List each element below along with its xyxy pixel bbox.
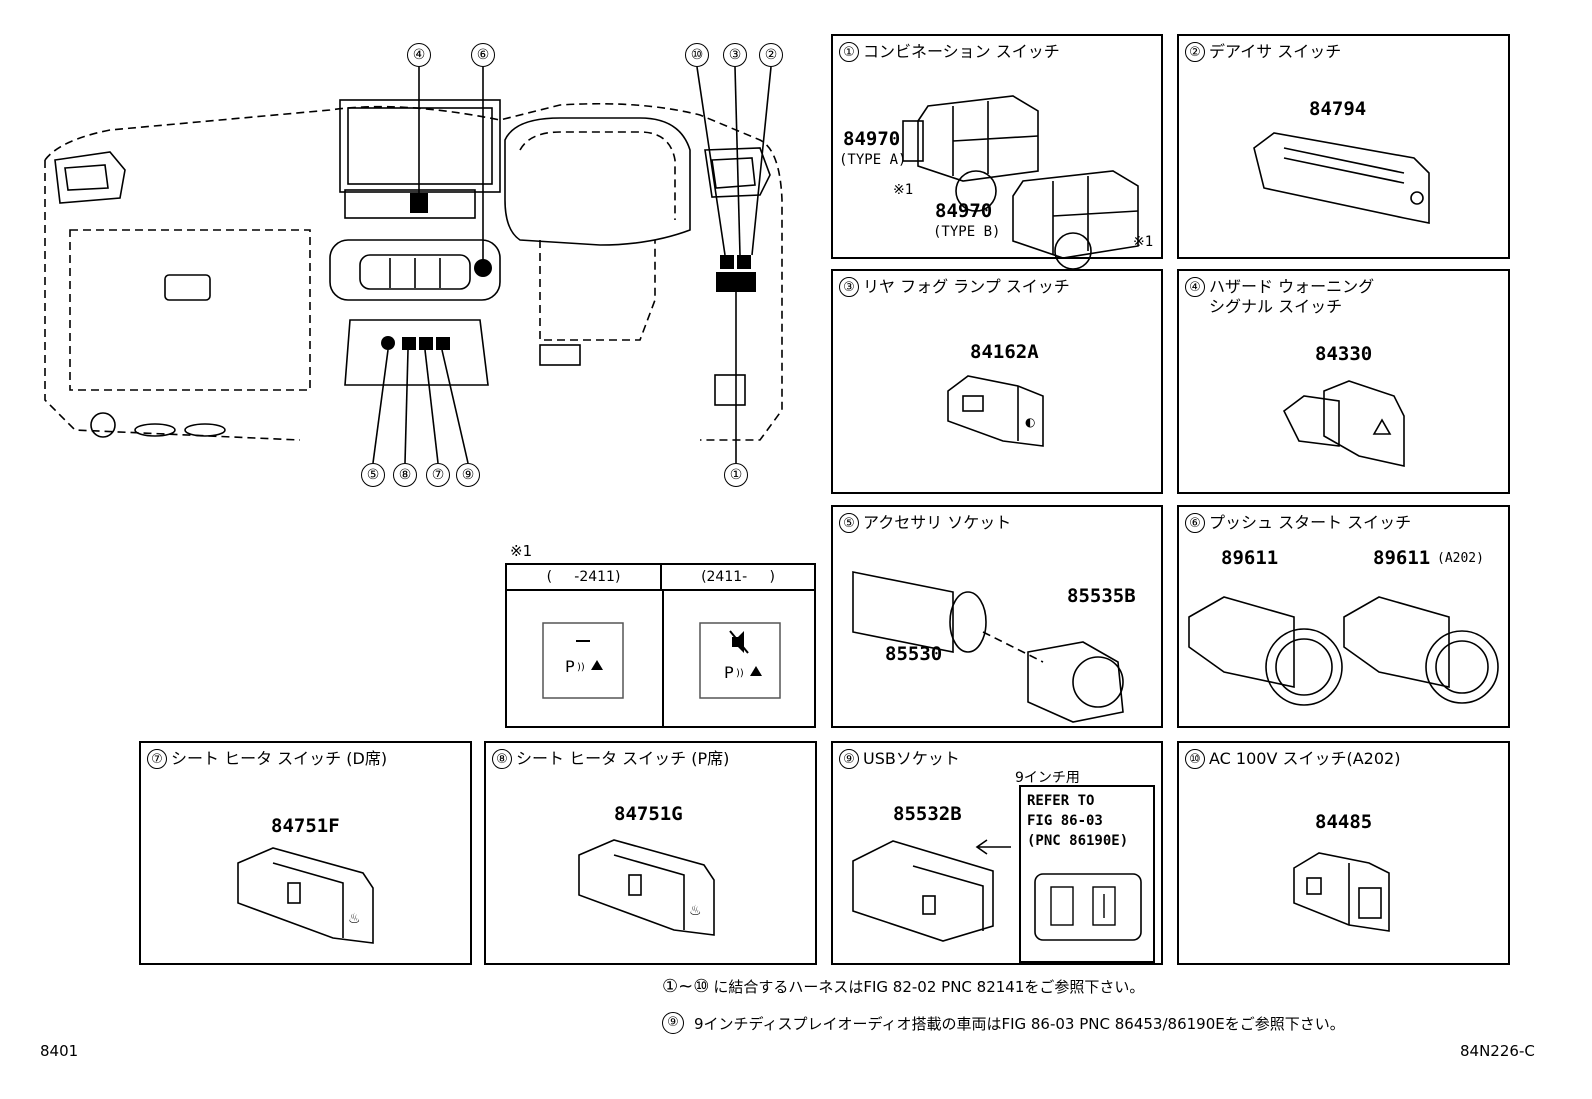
panel-title: USBソケット <box>863 749 960 768</box>
hazard-switch-illustration <box>1282 380 1405 467</box>
variant-table-mark: ※1 <box>510 542 533 560</box>
svg-text:)): )) <box>736 668 744 679</box>
dashboard-drawing <box>44 66 783 464</box>
variant-mark: ※1 <box>893 182 914 198</box>
panel-title: デアイサ スイッチ <box>1209 42 1342 61</box>
svg-text:P: P <box>724 663 734 682</box>
panel-title: AC 100V スイッチ(A202) <box>1209 749 1401 768</box>
panel-title: シート ヒータ スイッチ (P席) <box>516 749 730 768</box>
panel-title: リヤ フォグ ランプ スイッチ <box>863 277 1070 296</box>
panel-title: プッシュ スタート スイッチ <box>1209 513 1412 532</box>
panel-number: ⑧ <box>492 749 512 769</box>
part-number: 84751G <box>614 803 683 825</box>
type-label: (TYPE B) <box>933 224 1001 240</box>
svg-text:♨: ♨ <box>689 903 702 919</box>
callout-10: ⑩ <box>685 43 709 67</box>
note-number: ①~⑩ <box>662 976 710 997</box>
variant-mark: ※1 <box>1133 234 1154 250</box>
callout-6: ⑥ <box>471 43 495 67</box>
part-number: 84970 <box>935 200 993 222</box>
note-harness: ①~⑩ に結合するハーネスはFIG 82-02 PNC 82141をご参照下さい… <box>662 976 1144 997</box>
panel-number: ⑦ <box>147 749 167 769</box>
hdmi-usb-port-icon <box>1034 873 1142 941</box>
callout-5: ⑤ <box>361 463 385 487</box>
panel-number: ⑨ <box>839 749 859 769</box>
callout-2: ② <box>759 43 783 67</box>
callout-7: ⑦ <box>426 463 450 487</box>
note-text: に結合するハーネスはFIG 82-02 PNC 82141をご参照下さい。 <box>713 978 1145 996</box>
svg-text:P: P <box>565 657 575 676</box>
part-number: 85530 <box>885 643 943 665</box>
panel-number: ① <box>839 42 859 62</box>
accessory-socket-illustration <box>852 571 1124 723</box>
arrow-icon <box>975 839 1011 855</box>
panel-number: ⑥ <box>1185 513 1205 533</box>
usb-socket-illustration <box>852 840 994 942</box>
panel-title: アクセサリ ソケット <box>863 513 1012 532</box>
refer-line: (PNC 86190E) <box>1027 833 1129 849</box>
panel-number: ④ <box>1185 277 1205 297</box>
inch-label: 9インチ用 <box>1015 770 1080 786</box>
variant-header-1: ( -2411) <box>507 565 662 591</box>
panel-title: シート ヒータ スイッチ (D席) <box>171 749 388 768</box>
refer-line: FIG 86-03 <box>1027 813 1103 829</box>
part-number: 84794 <box>1309 98 1367 120</box>
note-text: 9インチディスプレイオーディオ搭載の車両はFIG 86-03 PNC 86453… <box>694 1014 1345 1033</box>
variant-table: ( -2411) (2411- ) P )) P )) <box>505 563 816 728</box>
parking-sensor-mute-icon: P )) <box>699 622 781 699</box>
combination-switch-illustration <box>902 95 1139 270</box>
rear-fog-switch-illustration: ◐ <box>947 375 1044 447</box>
part-number: 89611 <box>1373 547 1431 569</box>
seat-heater-switch-illustration: ♨ <box>578 839 715 936</box>
variant-header-2: (2411- ) <box>662 565 814 591</box>
refer-box: REFER TO FIG 86-03 (PNC 86190E) <box>1019 785 1155 963</box>
panel-title: コンビネーション スイッチ <box>863 42 1060 61</box>
page-code-left: 8401 <box>40 1042 79 1060</box>
part-number: 84970 <box>843 128 901 150</box>
part-number: 84162A <box>970 341 1039 363</box>
seat-heater-switch-illustration: ♨ <box>237 847 374 944</box>
page-code-right: 84N226-C <box>1460 1042 1535 1060</box>
panel-title: ハザード ウォーニング シグナル スイッチ <box>1209 277 1375 316</box>
callout-1: ① <box>724 463 748 487</box>
callout-4: ④ <box>407 43 431 67</box>
part-number: 84751F <box>271 815 340 837</box>
part-number: 84330 <box>1315 343 1373 365</box>
type-label: (TYPE A) <box>839 152 907 168</box>
callout-8: ⑧ <box>393 463 417 487</box>
callout-3: ③ <box>723 43 747 67</box>
parking-sensor-icon: P )) <box>542 622 624 699</box>
model-suffix: (A202) <box>1437 551 1484 566</box>
part-number: 85532B <box>893 803 962 825</box>
callout-9: ⑨ <box>456 463 480 487</box>
panel-number: ⑤ <box>839 513 859 533</box>
svg-text:)): )) <box>577 662 585 673</box>
panel-number: ③ <box>839 277 859 297</box>
refer-line: REFER TO <box>1027 793 1095 809</box>
note-number: ⑨ <box>662 1012 684 1034</box>
panel-number: ⑩ <box>1185 749 1205 769</box>
ac100v-switch-illustration <box>1293 852 1390 932</box>
push-start-switch-illustration <box>1188 596 1499 706</box>
deicer-switch-illustration <box>1253 132 1430 224</box>
note-display-audio: ⑨ 9インチディスプレイオーディオ搭載の車両はFIG 86-03 PNC 864… <box>662 1012 1345 1034</box>
panel-number: ② <box>1185 42 1205 62</box>
part-number: 84485 <box>1315 811 1373 833</box>
svg-text:◐: ◐ <box>1025 415 1035 429</box>
svg-text:♨: ♨ <box>348 911 361 927</box>
part-number: 85535B <box>1067 585 1136 607</box>
part-number: 89611 <box>1221 547 1279 569</box>
